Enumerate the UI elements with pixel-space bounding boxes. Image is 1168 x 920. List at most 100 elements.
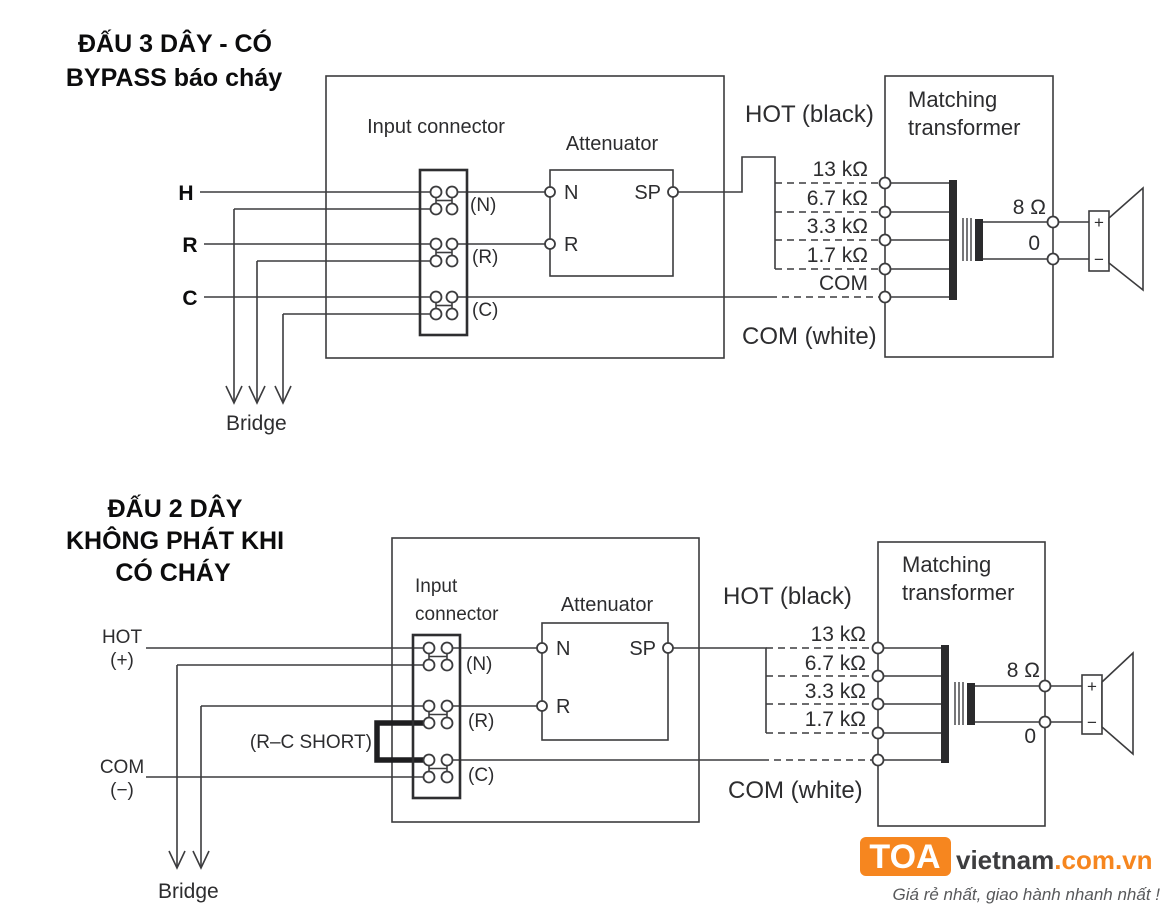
d2-terminal-group-n [422, 641, 454, 672]
d2-terminal-group-c [422, 753, 454, 784]
d1-terminal-group-r [429, 237, 459, 268]
attenuator-terminal-n [536, 642, 548, 654]
tap-terminal [871, 641, 885, 655]
d1-attenuator-label: Attenuator [566, 133, 659, 155]
d1-input-h: H [178, 182, 193, 205]
attenuator-terminal-r [544, 238, 556, 250]
tap-terminal [871, 753, 885, 767]
d2-com-label: COM (white) [728, 777, 863, 804]
d2-input-hot: HOT [102, 627, 143, 648]
d1-att-sp: SP [634, 182, 661, 204]
d1-zero-label: 0 [1028, 232, 1040, 255]
d2-attenuator-box [541, 622, 669, 741]
diagram-2-wire-no-fire: ĐẤU 2 DÂY KHÔNG PHÁT KHI CÓ CHÁY [66, 493, 1134, 903]
d2-title-line2: KHÔNG PHÁT KHI [66, 525, 284, 555]
d1-com-label: COM (white) [742, 323, 877, 350]
transformer-winding-icon [890, 180, 1048, 300]
tap-terminal [878, 262, 892, 276]
attenuator-terminal-r [536, 700, 548, 712]
d2-tap-13k: 13 kΩ [811, 623, 866, 646]
d2-outer-box [391, 537, 700, 823]
d2-att-r: R [556, 696, 570, 718]
d2-input-com: COM [100, 757, 144, 778]
speaker-horn [1108, 186, 1144, 292]
d2-input-connector-label1: Input [415, 576, 458, 597]
speaker-plus-label: + [1087, 677, 1097, 696]
logo-tagline: Giá rẻ nhất, giao hành nhanh nhất ! [893, 885, 1161, 904]
d2-zero-label: 0 [1024, 725, 1036, 748]
d2-title-line3: CÓ CHÁY [115, 557, 231, 587]
d1-title-line2: BYPASS báo cháy [66, 64, 282, 92]
transformer-winding-icon [883, 645, 1040, 763]
d1-bridge-label: Bridge [226, 412, 287, 435]
d1-input-connector-box [418, 168, 469, 337]
speaker-plus-label: + [1094, 213, 1104, 232]
d2-title-line1: ĐẤU 2 DÂY [108, 493, 243, 523]
speaker-icon: + − [1050, 651, 1134, 756]
d1-tap-com: COM [819, 272, 868, 295]
d1-tap-1k7: 1.7 kΩ [807, 244, 868, 267]
d1-hot-label: HOT (black) [745, 101, 874, 128]
d2-tap-3k3: 3.3 kΩ [805, 680, 866, 703]
tap-terminal [878, 205, 892, 219]
d1-tap-6k7: 6.7 kΩ [807, 187, 868, 210]
diagram-3-wire-bypass: ĐẤU 3 DÂY - CÓ BYPASS báo cháy [66, 28, 1144, 435]
d2-input-plus: (+) [110, 650, 134, 671]
output-terminal-0 [1038, 715, 1052, 729]
d1-att-r: R [564, 234, 578, 256]
d2-input-connector-label2: connector [415, 604, 499, 625]
d2-transformer-label1: Matching [902, 552, 991, 577]
speaker-horn [1101, 651, 1134, 756]
d2-input-minus: (−) [110, 780, 134, 801]
tap-terminal [871, 669, 885, 683]
d1-tap-3k3: 3.3 kΩ [807, 215, 868, 238]
d1-transformer-label1: Matching [908, 87, 997, 112]
output-terminal-0 [1046, 252, 1060, 266]
d2-att-sp: SP [629, 638, 656, 660]
d1-input-r: R [182, 234, 197, 257]
d1-8ohm-label: 8 Ω [1013, 196, 1046, 219]
bridge-arrow-icon [225, 385, 292, 405]
wire-sp-output [678, 156, 776, 269]
tap-terminal [878, 233, 892, 247]
d2-transformer-label2: transformer [902, 580, 1014, 605]
logo-domain-orange: .com.vn [1054, 845, 1152, 875]
d1-input-c: C [182, 287, 197, 310]
d2-tap-6k7: 6.7 kΩ [805, 652, 866, 675]
d2-input-connector-box [411, 633, 462, 800]
d2-8ohm-label: 8 Ω [1007, 659, 1040, 682]
output-terminal-8ohm [1046, 215, 1060, 229]
d2-rc-short-label: (R–C SHORT) [250, 732, 372, 753]
d1-pin-n: (N) [470, 195, 496, 216]
tap-terminal [871, 697, 885, 711]
d2-terminal-group-r [422, 699, 454, 730]
logo-brand-text: TOA [869, 838, 940, 876]
d1-att-n: N [564, 182, 578, 204]
tap-terminal [878, 176, 892, 190]
d2-bridge-label: Bridge [158, 880, 219, 903]
d2-pin-n: (N) [466, 654, 492, 675]
d1-terminal-group-c [429, 290, 459, 321]
d2-pin-r: (R) [468, 711, 494, 732]
toa-logo: TOA vietnam.com.vn Giá rẻ nhất, giao hàn… [860, 837, 1160, 904]
d2-tap-1k7: 1.7 kΩ [805, 708, 866, 731]
attenuator-terminal-sp [662, 642, 674, 654]
output-terminal-8ohm [1038, 679, 1052, 693]
d2-pin-c: (C) [468, 765, 494, 786]
attenuator-terminal-sp [667, 186, 679, 198]
attenuator-terminal-n [544, 186, 556, 198]
d1-attenuator-box [549, 169, 674, 277]
d1-transformer-label2: transformer [908, 115, 1020, 140]
tap-terminal [878, 290, 892, 304]
d1-terminal-group-n [429, 185, 459, 216]
speaker-minus-label: − [1094, 250, 1104, 269]
tap-terminal [871, 726, 885, 740]
d2-hot-label: HOT (black) [723, 583, 852, 610]
d1-tap-13k: 13 kΩ [813, 158, 868, 181]
logo-domain-text: vietnam.com.vn [956, 845, 1153, 875]
d1-input-connector-label: Input connector [367, 116, 505, 138]
d2-att-n: N [556, 638, 570, 660]
d1-outer-box [325, 75, 725, 359]
bridge-arrow-icon [168, 850, 210, 870]
wire-sp-output [673, 647, 767, 733]
